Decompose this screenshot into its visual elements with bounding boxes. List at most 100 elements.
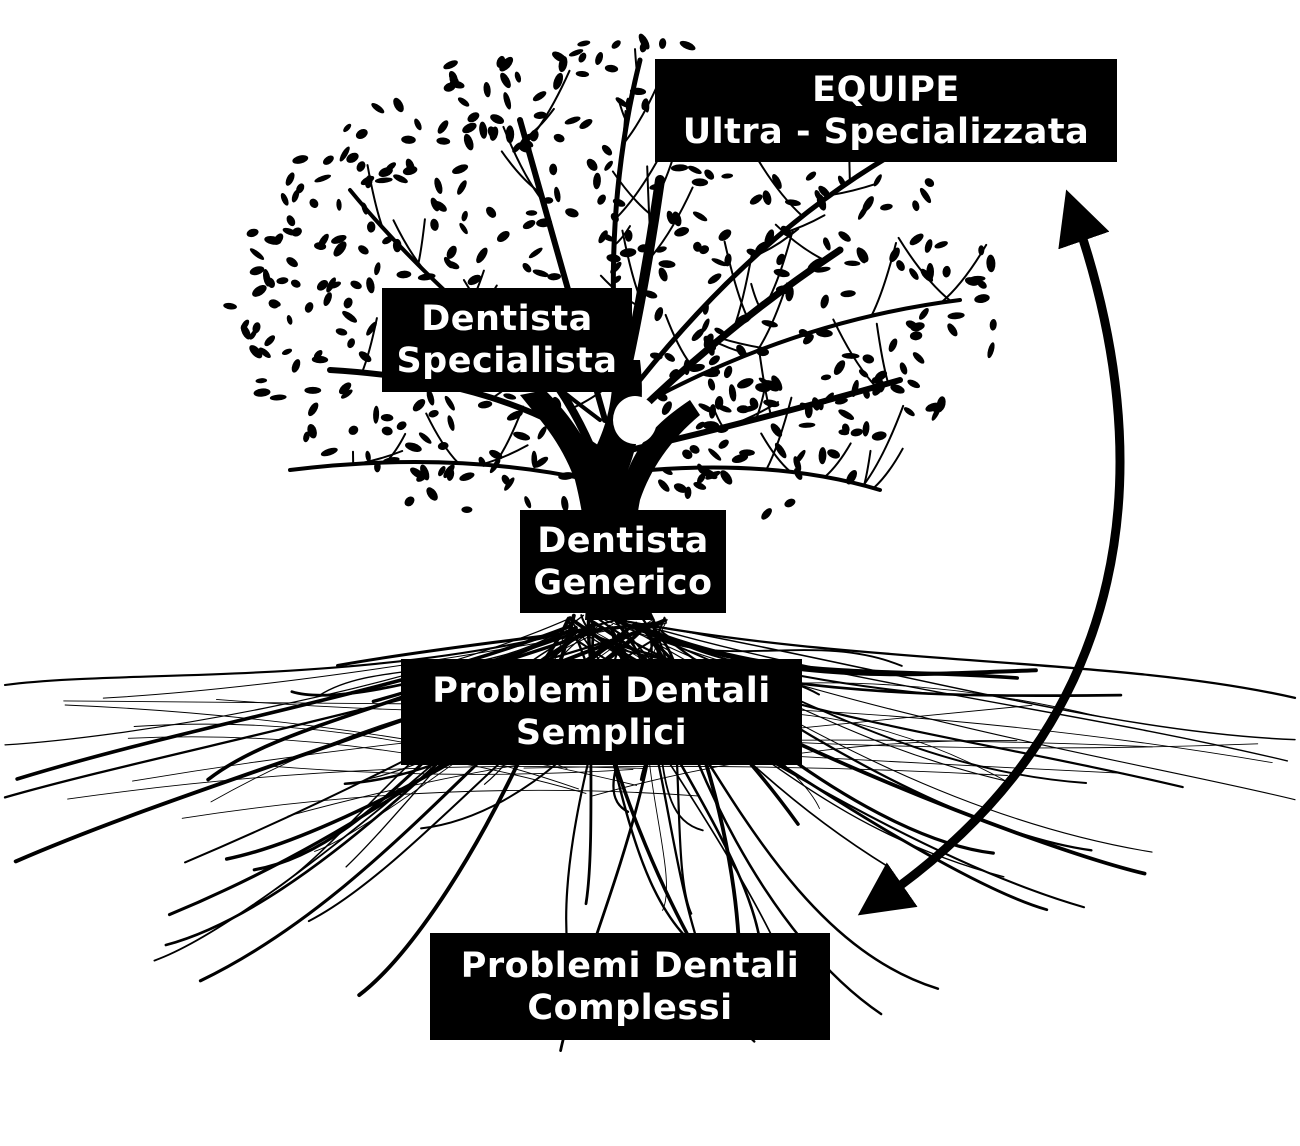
tree-leaf: [258, 347, 271, 359]
tree-leaf: [410, 467, 424, 479]
tree-leaf: [366, 321, 377, 336]
tree-leaf: [393, 174, 408, 184]
tree-leaf: [606, 476, 622, 488]
tree-leaf: [641, 98, 649, 111]
tree-leaf: [666, 210, 675, 225]
tree-leaf: [692, 211, 708, 222]
tree-leaf: [841, 352, 860, 359]
tree-leaf: [309, 198, 319, 208]
tree-leaf: [437, 442, 449, 450]
tree-leaf: [658, 479, 670, 492]
tree-leaf: [320, 447, 338, 457]
tree-twig: [366, 164, 384, 229]
tree-leaf: [820, 294, 829, 309]
tree-leaf: [695, 421, 706, 430]
tree-leaf: [707, 343, 715, 356]
tree-leaf: [763, 399, 780, 408]
tree-leaf: [909, 268, 919, 280]
tree-leaf: [758, 377, 774, 388]
tree-leaf: [285, 172, 295, 186]
tree-leaf: [689, 363, 705, 372]
tree-leaf: [452, 164, 469, 175]
tree-leaf: [714, 327, 725, 335]
tree-leaf: [382, 236, 393, 245]
tree-leaf: [307, 423, 317, 439]
tree-leaf: [654, 307, 664, 322]
tree-leaf: [718, 229, 732, 241]
tree-leaf: [404, 496, 415, 507]
tree-leaf: [568, 49, 584, 57]
tree-leaf: [862, 354, 875, 364]
tree-leaf: [674, 227, 690, 237]
tree-leaf: [532, 91, 547, 102]
tree-leaf: [700, 468, 718, 480]
tree-leaf: [547, 273, 561, 281]
tree-leaf: [924, 178, 935, 188]
tree-leaf: [459, 222, 468, 235]
tree-leaf: [746, 248, 758, 256]
tree-leaf: [638, 33, 650, 50]
tree-leaf: [762, 190, 772, 206]
tree-leaf: [903, 407, 915, 417]
tree-twig: [723, 240, 749, 319]
tree-leaf: [773, 268, 790, 278]
tree-leaf: [534, 456, 549, 468]
tree-leaf: [840, 290, 856, 298]
tree-leaf: [912, 352, 925, 364]
tree-leaf: [635, 468, 645, 478]
tree-leaf: [827, 449, 840, 459]
tree-branch: [648, 465, 882, 492]
tree-leaf: [658, 260, 676, 268]
tree-leaf: [536, 218, 553, 228]
tree-leaf: [525, 210, 538, 216]
tree-leaf: [689, 445, 700, 454]
tree-leaf: [669, 369, 679, 379]
tree-leaf: [361, 202, 368, 215]
tree-leaf: [873, 174, 882, 187]
tree-leaf: [770, 423, 783, 438]
tree-leaf: [707, 273, 722, 285]
tree-leaf: [784, 498, 796, 508]
tree-leaf: [323, 292, 332, 306]
tree-leaf: [736, 344, 747, 357]
tree-leaf: [837, 175, 846, 188]
tree-leaf: [947, 323, 958, 337]
tree-leaf: [506, 410, 523, 421]
tree-leaf: [912, 200, 920, 212]
tree-root: [206, 625, 578, 782]
tree-leaf: [709, 404, 716, 419]
tree-leaf: [761, 508, 772, 520]
tree-leaf: [414, 118, 422, 131]
tree-leaf: [512, 142, 522, 153]
tree-leaf: [405, 442, 422, 452]
tree-leaf: [774, 442, 787, 459]
tree-leaf: [358, 351, 372, 363]
tree-leaf: [381, 426, 393, 436]
tree-leaf: [529, 129, 539, 142]
tree-leaf: [503, 92, 512, 110]
tree-leaf: [850, 428, 863, 437]
tree-leaf: [355, 128, 368, 140]
tree-leaf: [463, 133, 474, 151]
tree-leaf: [907, 379, 921, 389]
tree-leaf: [683, 359, 690, 376]
tree-leaf: [462, 122, 477, 134]
tree-leaf: [303, 431, 310, 443]
tree-leaf: [664, 352, 675, 362]
tree-leaf: [784, 199, 801, 206]
tree-leaf: [249, 345, 263, 359]
tree-leaf: [764, 229, 775, 247]
tree-leaf: [374, 262, 381, 276]
tree-leaf: [575, 70, 590, 78]
tree-leaf: [637, 244, 649, 253]
tree-leaf: [736, 405, 750, 414]
label-semplici-line1: Problemi Dentali: [432, 671, 771, 711]
tree-leaf: [304, 302, 314, 313]
tree-twig: [417, 218, 426, 266]
tree-leaf: [350, 280, 362, 290]
tree-leaf: [291, 189, 300, 203]
tree-twig: [646, 165, 652, 242]
tree-twig: [760, 432, 792, 473]
tree-leaf: [655, 246, 667, 253]
tree-twig: [755, 227, 800, 257]
